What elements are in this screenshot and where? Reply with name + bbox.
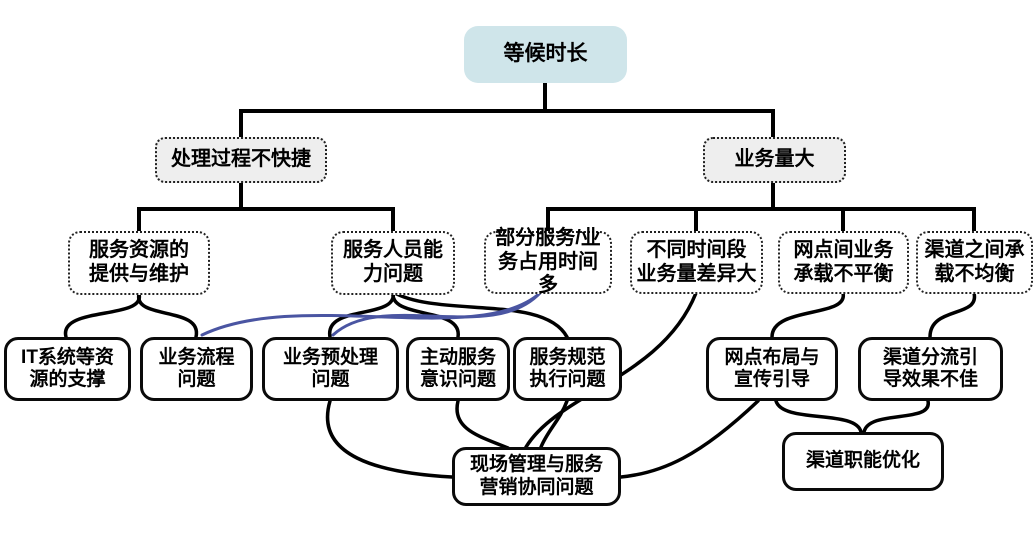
connector-processslow-to-children: [137, 183, 395, 231]
node-business-process-issue[interactable]: 业务流程 问题: [140, 337, 253, 401]
connector-volumelarge-to-children: [546, 183, 976, 231]
node-partial-service-time-long[interactable]: 部分服务/业 务占用时间多: [484, 227, 612, 296]
node-time-period-variation[interactable]: 不同时间段 业务量差异大: [630, 231, 763, 294]
connector-preprocess-onsite: [325, 399, 454, 479]
connector-root-to-level2: [239, 83, 775, 137]
node-preprocessing-issue[interactable]: 业务预处理 问题: [262, 337, 399, 401]
connector-staffability-proactive: [391, 290, 460, 339]
node-process-not-quick[interactable]: 处理过程不快捷: [155, 137, 327, 183]
connector-layout-onsite: [619, 399, 760, 479]
connector-serviceresource-itsupport: [64, 292, 141, 339]
node-branch-load-imbalance[interactable]: 网点间业务 承载不平衡: [778, 231, 909, 294]
crosslink-partialservice-preprocess: [331, 291, 542, 337]
node-channel-diversion-ineffective[interactable]: 渠道分流引 导效果不佳: [858, 337, 1003, 401]
node-onsite-management-coordination[interactable]: 现场管理与服务 营销协同问题: [452, 447, 621, 506]
connector-serviceresource-processissue: [137, 292, 198, 339]
connector-diversion-channelfunction: [862, 399, 930, 434]
connector-channelimbalance-diversion: [928, 291, 977, 339]
connector-proactive-onsite: [455, 399, 510, 450]
node-service-standard-execution[interactable]: 服务规范 执行问题: [513, 337, 622, 401]
node-channel-load-imbalance[interactable]: 渠道之间承 载不均衡: [916, 231, 1033, 294]
connector-staffability-preprocess: [328, 290, 395, 339]
connector-layout-channelfunction: [774, 399, 863, 434]
node-staff-ability-issue[interactable]: 服务人员能 力问题: [331, 231, 455, 295]
connector-standard-onsite: [539, 399, 569, 449]
connector-staffability-standard: [391, 290, 569, 339]
connector-branchimbalance-layout: [770, 291, 845, 339]
node-channel-function-optimization[interactable]: 渠道职能优化: [782, 432, 944, 491]
node-branch-layout-promotion[interactable]: 网点布局与 宣传引导: [706, 337, 838, 401]
node-business-volume-large[interactable]: 业务量大: [703, 137, 846, 183]
node-it-system-support[interactable]: IT系统等资 源的支撑: [4, 337, 131, 401]
node-waiting-time[interactable]: 等候时长: [464, 26, 627, 83]
node-proactive-service-awareness[interactable]: 主动服务 意识问题: [406, 337, 510, 401]
node-service-resource-provision[interactable]: 服务资源的 提供与维护: [68, 231, 210, 295]
